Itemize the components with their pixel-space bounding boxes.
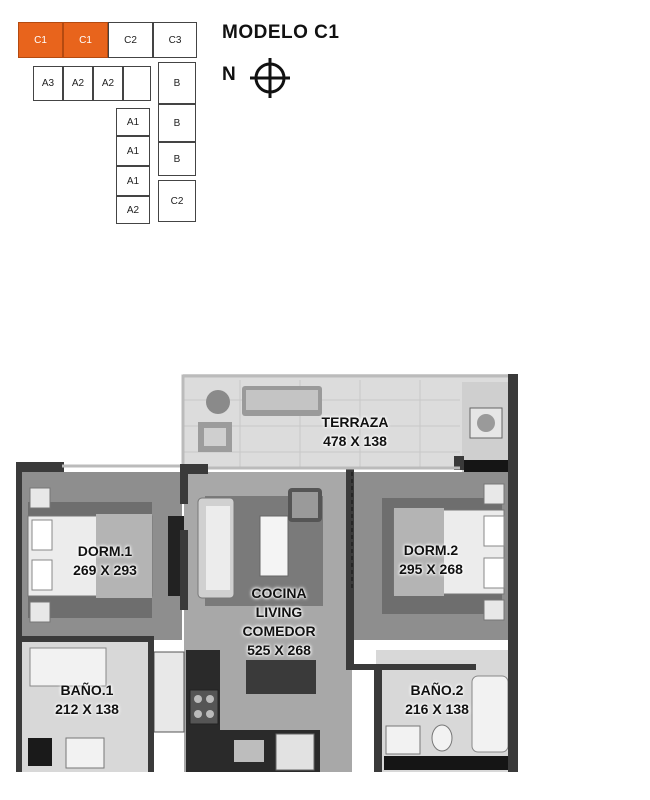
dorm1-name: DORM.1 bbox=[77, 543, 133, 559]
terrace-railing bbox=[181, 374, 515, 464]
bath1-sink bbox=[65, 737, 105, 769]
bath1-toilet bbox=[28, 738, 52, 766]
key-plan: C1 C1 C2 C3 A3 A2 A2 B A1 B A1 B A1 A2 C… bbox=[0, 0, 210, 240]
kitchen-sink-icon bbox=[234, 740, 264, 762]
walls bbox=[16, 374, 518, 772]
unit-b-2[interactable]: B bbox=[158, 104, 196, 142]
model-title: MODELO C1 bbox=[222, 22, 340, 43]
label-terraza: TERRAZA 478 X 138 bbox=[300, 413, 410, 451]
unit-b-1[interactable]: B bbox=[158, 62, 196, 104]
fridge-icon bbox=[275, 733, 315, 771]
unit-c1-a[interactable]: C1 bbox=[18, 22, 63, 58]
unit-a2-a[interactable]: A2 bbox=[63, 66, 93, 101]
label-cocina-living-comedor: COCINA LIVING COMEDOR 525 X 268 bbox=[224, 584, 334, 660]
dorm2-dims: 295 X 268 bbox=[399, 561, 463, 577]
label-bano1: BAÑO.1 212 X 138 bbox=[32, 681, 142, 719]
bath1-tub bbox=[29, 647, 107, 687]
terraza-dims: 478 X 138 bbox=[323, 433, 387, 449]
unit-c1-b[interactable]: C1 bbox=[63, 22, 108, 58]
label-dorm2: DORM.2 295 X 268 bbox=[376, 541, 486, 579]
bath2-toilet bbox=[431, 724, 453, 752]
coffee-table bbox=[259, 515, 289, 577]
bath2-sink bbox=[385, 725, 421, 755]
north-compass-icon bbox=[250, 58, 290, 98]
floor-plan bbox=[16, 374, 518, 772]
stove-icon bbox=[189, 689, 219, 725]
dorm2-nightstand-bottom bbox=[483, 599, 505, 621]
cocina-line1: COCINA bbox=[251, 585, 307, 601]
unit-c3[interactable]: C3 bbox=[153, 22, 197, 58]
terraza-name: TERRAZA bbox=[321, 414, 389, 430]
bano2-dims: 216 X 138 bbox=[405, 701, 469, 717]
label-dorm1: DORM.1 269 X 293 bbox=[50, 542, 160, 580]
unit-a1-3[interactable]: A1 bbox=[116, 166, 150, 196]
dorm2-name: DORM.2 bbox=[403, 542, 459, 558]
unit-a1-2[interactable]: A1 bbox=[116, 136, 150, 166]
dorm1-dims: 269 X 293 bbox=[73, 562, 137, 578]
dorm2-nightstand-top bbox=[483, 483, 505, 505]
bano1-dims: 212 X 138 bbox=[55, 701, 119, 717]
cocina-line2: LIVING bbox=[255, 604, 303, 620]
unit-a1-1[interactable]: A1 bbox=[116, 108, 150, 136]
bano1-name: BAÑO.1 bbox=[60, 682, 114, 698]
unit-a2-c[interactable]: A2 bbox=[116, 196, 150, 224]
dining-table bbox=[246, 660, 316, 694]
dorm1-nightstand-bottom bbox=[29, 601, 51, 623]
dorm1-nightstand-top bbox=[29, 487, 51, 509]
unit-a3[interactable]: A3 bbox=[33, 66, 63, 101]
unit-a2-b[interactable]: A2 bbox=[93, 66, 123, 101]
unit-c2-top[interactable]: C2 bbox=[108, 22, 153, 58]
unit-b-3[interactable]: B bbox=[158, 142, 196, 176]
cocina-dims: 525 X 268 bbox=[247, 642, 311, 658]
kitchen-cabinet bbox=[153, 651, 185, 733]
unit-c2-bottom[interactable]: C2 bbox=[158, 180, 196, 222]
cocina-line3: COMEDOR bbox=[242, 623, 316, 639]
plant-icon bbox=[206, 390, 230, 414]
north-label: N bbox=[222, 64, 236, 85]
bano2-name: BAÑO.2 bbox=[410, 682, 464, 698]
unit-core bbox=[123, 66, 151, 101]
label-bano2: BAÑO.2 216 X 138 bbox=[382, 681, 492, 719]
